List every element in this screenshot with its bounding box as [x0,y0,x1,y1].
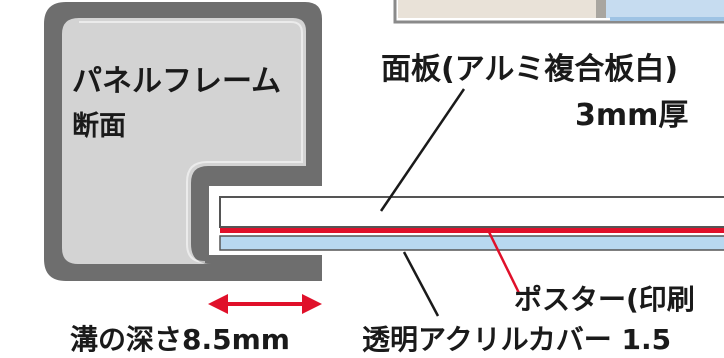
frame-inner-profile [62,18,306,264]
photo-right-area [606,0,724,18]
poster-layer [220,228,724,233]
groove-depth-arrow [208,294,322,314]
acrylic-cover-label: 透明アクリルカバー 1.5 [362,323,672,356]
photo-bottom-border [610,17,724,21]
frame-section-subtitle: 断面 [72,111,126,142]
top-photo-strip [393,0,724,24]
face-panel-label: 面板(アルミ複合板白) [381,52,679,87]
acrylic-cover [219,235,724,251]
face-panel-thickness-label: 3mm厚 [575,98,689,133]
groove-depth-label: 溝の深さ8.5mm [70,323,290,356]
face-panel-leader [379,88,466,212]
groove-depth-arrowhead-left [208,294,228,314]
poster-label: ポスター(印刷 [514,283,695,316]
face-panel [219,196,724,228]
acrylic-cover-leader [402,251,440,317]
frame-section-title: パネルフレーム [72,64,282,99]
photo-left-area [398,0,596,18]
photo-divider [596,0,606,18]
frame-inner-edge [79,21,303,263]
poster-leader [487,231,521,294]
groove-depth-arrowhead-right [302,294,322,314]
